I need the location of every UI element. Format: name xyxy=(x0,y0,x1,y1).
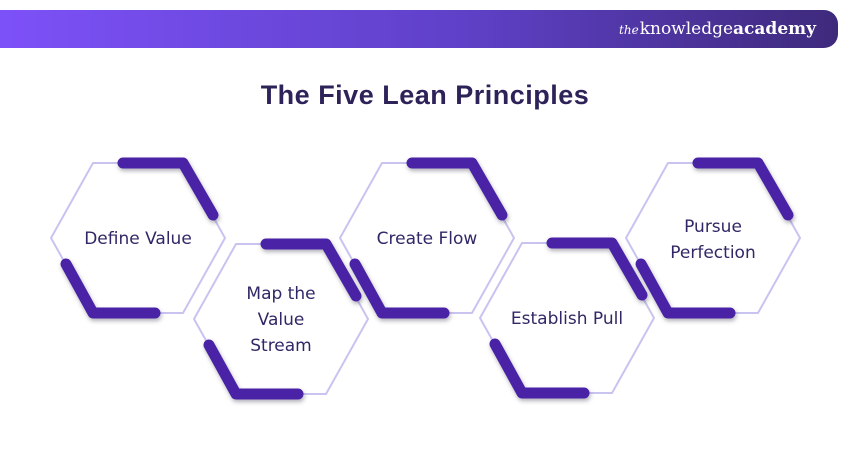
hexagon-accent-stroke-top xyxy=(117,157,219,221)
hexagon-accent-stroke-top xyxy=(546,237,648,301)
hexagon-accent-stroke-bottom xyxy=(635,258,736,319)
hexagon-accent-stroke-bottom xyxy=(203,339,304,400)
hexagon-pursue-perfection xyxy=(625,157,801,319)
hexagon-create-flow xyxy=(339,157,515,319)
header-bar: theknowledgeacademy xyxy=(0,10,838,48)
hexagon-define-value xyxy=(50,157,226,319)
hexagon-label: Pursue Perfection xyxy=(670,217,756,263)
hexagon-accent-stroke-top xyxy=(406,157,508,221)
hexagon-accent-stroke-top xyxy=(692,157,794,221)
hexagon-accent-stroke-top xyxy=(260,238,362,302)
knowledge-academy-logo: theknowledgeacademy xyxy=(619,18,816,39)
logo-the: the xyxy=(619,22,639,37)
logo-academy: academy xyxy=(733,18,816,39)
hexagon-label: Map the Value Stream xyxy=(246,284,316,356)
hexagon-accent-stroke-bottom xyxy=(60,258,161,319)
hexagon-label: Establish Pull xyxy=(510,309,624,329)
logo-knowledge: knowledge xyxy=(639,18,734,39)
hexagon-accent-stroke-bottom xyxy=(349,258,450,319)
hexagon-map-the-value-stream xyxy=(193,238,369,400)
hexagon-label: Define Value xyxy=(84,229,192,249)
hexagon-label: Create Flow xyxy=(376,229,478,249)
hexagon-accent-stroke-bottom xyxy=(489,338,590,399)
hexagon-establish-pull xyxy=(479,237,655,399)
page-title: The Five Lean Principles xyxy=(260,80,590,110)
